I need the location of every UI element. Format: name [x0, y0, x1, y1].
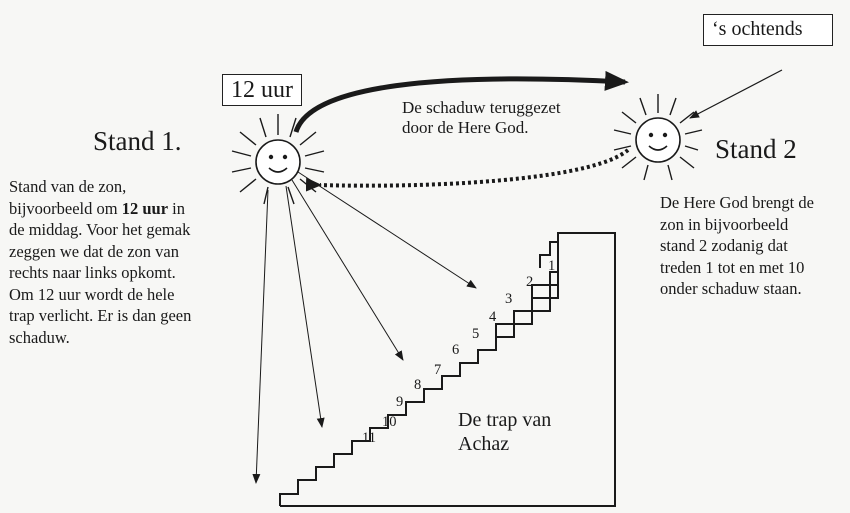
stand2-description: De Here God brengt de zon in bijvoorbeel…: [660, 192, 850, 300]
stair-title: De trap van Achaz: [458, 408, 578, 456]
step-number-8: 8: [414, 377, 422, 393]
stair-title-line-1: De trap van: [458, 409, 552, 431]
stand2-desc-line-5: onder schaduw staan.: [660, 279, 802, 298]
stair-title-line-2: Achaz: [458, 433, 510, 455]
stand2-desc-line-3: stand 2 zodanig dat: [660, 236, 788, 255]
stand2-desc-line-4: treden 1 tot en met 10: [660, 257, 805, 277]
step-number-5: 5: [472, 326, 480, 342]
stand1-desc-line-7: trap verlicht. Er is dan geen: [9, 306, 192, 325]
step-number-2: 2: [526, 274, 534, 290]
sunlight-rays: [252, 171, 477, 484]
stand1-desc-line-2-post: in: [168, 198, 186, 218]
step-number-11: 11: [362, 430, 376, 446]
morning-label-box: ‘s ochtends: [703, 14, 833, 46]
step-number-9: 9: [396, 394, 404, 410]
step-number-10: 10: [382, 414, 397, 430]
stand2-title: Stand 2: [715, 134, 797, 164]
staircase: [279, 232, 616, 507]
stand1-desc-time-bold: 12 uur: [121, 198, 169, 218]
step-number-4: 4: [489, 309, 497, 325]
sun-icon-stand1: [231, 114, 325, 205]
arc-arrow-forward: [293, 70, 629, 133]
upper-steps: [459, 241, 559, 376]
sun-icon-stand2: [613, 94, 703, 181]
step-number-6: 6: [452, 342, 460, 358]
shadow-reset-line-2: door de Here God.: [402, 118, 529, 137]
arc-arrow-back: [305, 148, 630, 192]
shadow-reset-line-1: De schaduw teruggezet: [402, 98, 561, 117]
shadow-reset-caption: De schaduw teruggezet door de Here God.: [402, 98, 602, 138]
stand1-desc-line-2-pre: bijvoorbeeld om: [9, 198, 122, 218]
stand1-description: Stand van de zon, bijvoorbeeld om 12 uur…: [9, 176, 239, 348]
time-label-box: 12 uur: [222, 74, 302, 106]
stand1-desc-line-3: de middag. Voor het gemak: [9, 220, 191, 239]
step-number-3: 3: [505, 291, 513, 307]
stand1-desc-line-8: schaduw.: [9, 327, 70, 347]
stand1-desc-line-1: Stand van de zon,: [9, 177, 127, 196]
morning-pointer-arrow: [689, 69, 783, 119]
stand1-title: Stand 1.: [93, 126, 182, 156]
step-number-7: 7: [434, 362, 442, 378]
stand2-desc-line-1: De Here God brengt de: [660, 193, 814, 212]
stand1-desc-line-5: rechts naar links opkomt.: [9, 263, 176, 282]
stand1-desc-line-6: Om 12 uur wordt de hele: [9, 284, 175, 304]
stand1-desc-line-2: bijvoorbeeld om 12 uur in: [9, 198, 239, 220]
stand1-desc-line-4: zeggen we dat de zon van: [9, 241, 179, 261]
stand2-desc-line-2: zon in bijvoorbeeld: [660, 214, 789, 234]
step-number-1: 1: [548, 258, 556, 274]
